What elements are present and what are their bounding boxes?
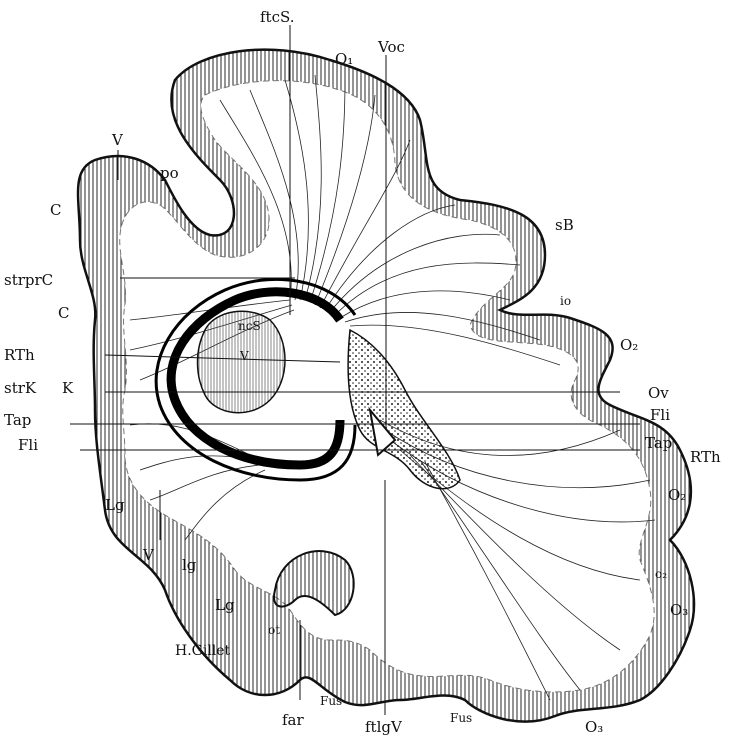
label-ncs: ncS <box>238 319 261 333</box>
label-sb: sB <box>555 216 574 234</box>
label-o2-right: O₂ <box>668 486 686 504</box>
label-ftcs: ftcS. <box>260 8 295 26</box>
label-o3-bottom: O₃ <box>585 718 603 736</box>
label-voc: Voc <box>377 38 405 56</box>
label-lg-small: lg <box>182 556 197 574</box>
label-fus-left: Fus <box>320 694 342 708</box>
label-o1: O₁ <box>335 50 353 68</box>
label-far: far <box>282 711 304 729</box>
label-ov: Ov <box>648 384 669 402</box>
label-ftlgv: ftlgV <box>365 718 403 736</box>
label-o2-small: o₂ <box>655 567 667 581</box>
label-fli-right: Fli <box>650 406 670 424</box>
label-tap-right: Tap <box>645 434 672 452</box>
label-o3-right: O₃ <box>670 601 688 619</box>
label-strk: strK <box>4 379 37 397</box>
label-c-lower: C <box>58 304 69 322</box>
label-io: io <box>560 294 571 308</box>
label-tap-left: Tap <box>4 411 31 429</box>
label-ot: ot <box>268 623 280 637</box>
label-lg-lower: Lg <box>215 596 235 614</box>
label-lg-upper: Lg <box>105 496 125 514</box>
label-k: K <box>62 379 74 397</box>
label-v-lower: V <box>142 546 155 564</box>
label-rth-right: RTh <box>690 448 721 466</box>
label-c-upper: C <box>50 201 61 219</box>
label-fli-left: Fli <box>18 436 38 454</box>
label-o2-upper: O₂ <box>620 336 638 354</box>
label-fus-right: Fus <box>450 711 472 725</box>
label-strprc: strprC <box>4 271 53 289</box>
label-rth-left: RTh <box>4 346 35 364</box>
label-po: po <box>160 164 179 182</box>
label-v-inner: V <box>239 349 249 363</box>
signature: H.Gillet <box>175 643 231 659</box>
label-v-top: V <box>111 131 124 149</box>
